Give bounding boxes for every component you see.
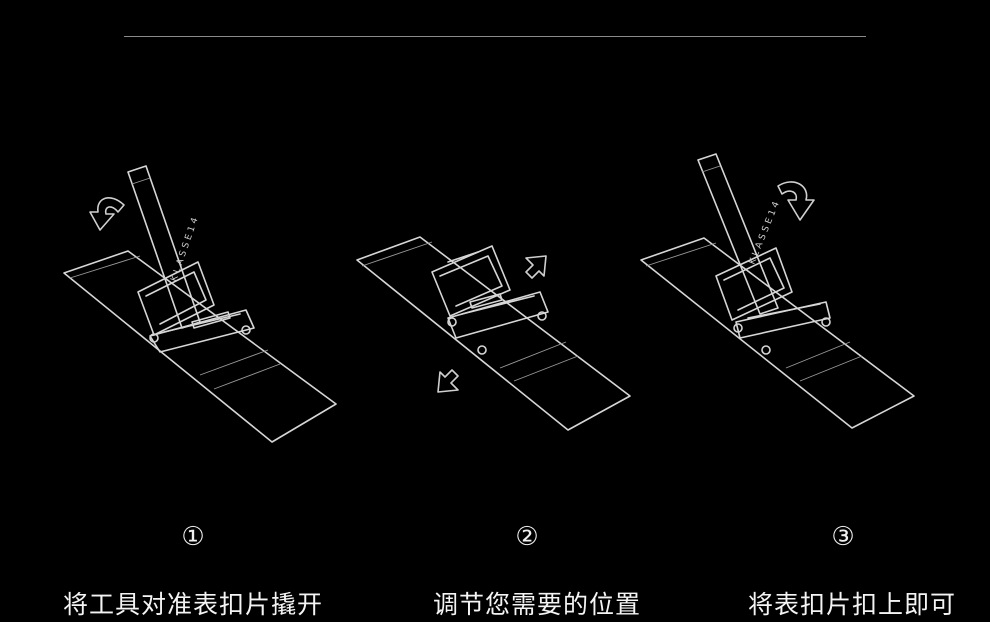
tool-brand-label: KLASSE14: [748, 198, 783, 267]
curved-arrow-cw-icon: [777, 181, 815, 221]
step-2-number: ②: [515, 522, 539, 552]
klasse14-lever-tool: KLASSE14: [127, 165, 202, 329]
step-2-caption: 调节您需要的位置: [432, 590, 641, 619]
curved-arrow-ccw-icon: [89, 197, 125, 231]
step-3-number: ③: [831, 522, 855, 552]
step-3-caption: 将表扣片扣上即可: [747, 590, 956, 619]
clasp-buckle: [431, 245, 549, 355]
step-1-caption: 将工具对准表扣片撬开: [62, 590, 323, 619]
clasp-buckle: [715, 247, 831, 355]
strap-band: [356, 236, 631, 431]
klasse14-lever-tool: KLASSE14: [697, 153, 783, 315]
strap-band: [640, 237, 915, 429]
step-3-illustration: KLASSE14: [640, 153, 915, 429]
arrow-down-right-icon: [437, 369, 459, 393]
arrow-up-right-icon: [525, 255, 547, 279]
strap-band: [63, 250, 337, 443]
step-1-illustration: KLASSE14: [63, 165, 337, 443]
step-2-illustration: [356, 236, 631, 431]
clasp-buckle: [137, 261, 255, 353]
top-divider: [124, 36, 866, 37]
step-1-number: ①: [181, 522, 205, 552]
